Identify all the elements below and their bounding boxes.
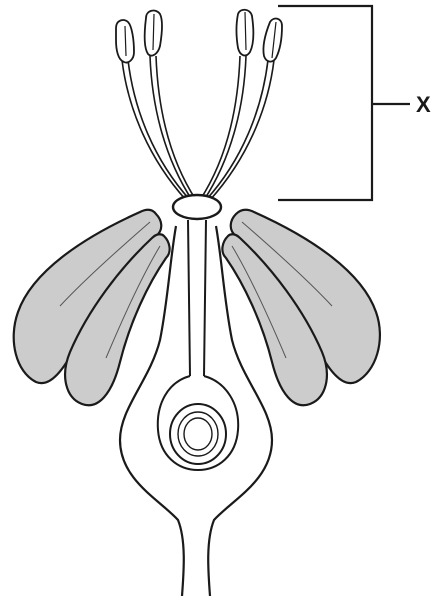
bracket-lines bbox=[278, 6, 372, 200]
filament-2 bbox=[150, 56, 192, 200]
filament-3-b bbox=[204, 56, 246, 200]
style bbox=[188, 220, 206, 376]
petals bbox=[14, 210, 380, 405]
ovary bbox=[158, 376, 238, 470]
ovule-inner bbox=[184, 418, 212, 450]
label-x: X bbox=[416, 92, 431, 117]
bracket-x bbox=[278, 6, 410, 200]
filament-2-b bbox=[156, 56, 196, 200]
style-left bbox=[188, 220, 190, 376]
style-right bbox=[204, 220, 206, 376]
filament-3 bbox=[200, 56, 240, 200]
stamens bbox=[122, 56, 274, 200]
anthers bbox=[116, 10, 282, 63]
stigma bbox=[173, 195, 221, 219]
